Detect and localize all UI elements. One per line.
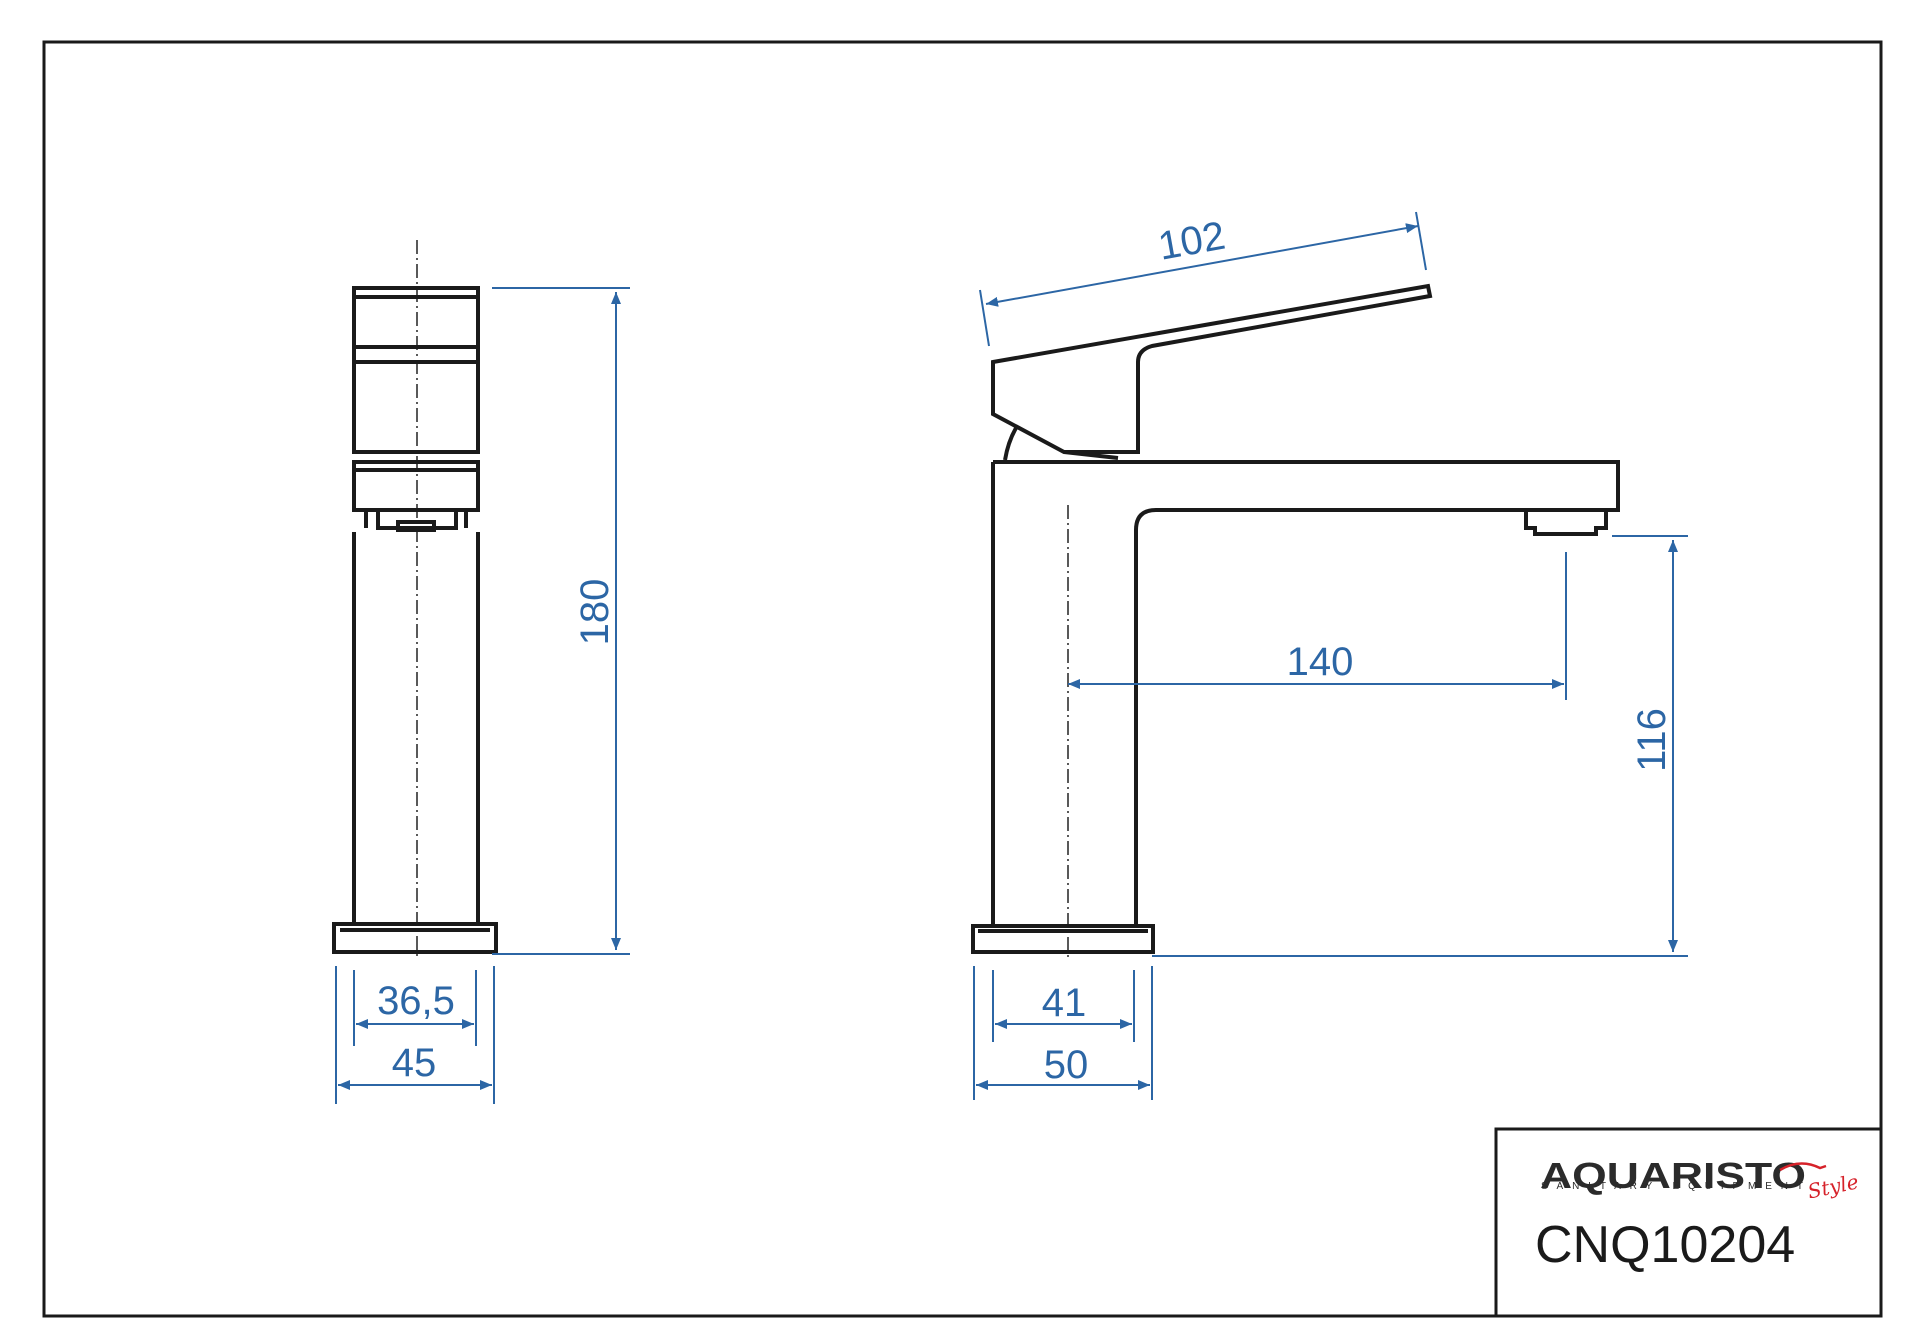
brand-tagline: SANITARY EQUIPMENT [1541,1181,1803,1192]
front-aerator-tip [396,520,436,532]
front-dimensions: 180 36,5 45 [335,287,630,1104]
front-base [332,922,498,954]
side-body-spout [991,460,1620,924]
front-collar [352,460,480,512]
spout-height-label: 116 [1630,708,1674,772]
front-aerator [364,510,468,530]
side-view [971,283,1620,958]
lever-length-line [985,223,1419,307]
front-inner-width-label: 36,5 [377,979,455,1023]
side-inner-width-label: 41 [1042,981,1087,1025]
side-lever [991,283,1433,454]
side-aerator [1524,510,1608,536]
lever-ext-left [979,289,990,347]
brand-logo: AQUARISTO SANITARY EQUIPMENT Style [1540,1155,1861,1204]
lever-ext-right [1415,211,1427,271]
side-base [971,924,1155,954]
side-lever-neck [1063,450,1119,460]
front-outer-width-label: 45 [392,1041,437,1085]
model-code: CNQ10204 [1535,1216,1795,1274]
front-view [332,240,498,960]
brand-name: AQUARISTO [1540,1155,1806,1196]
drawing-frame [42,40,1883,1318]
front-height-label: 180 [573,579,617,646]
side-cartridge-curve [1003,427,1018,461]
front-body [352,532,480,924]
spout-reach-label: 140 [1287,640,1354,684]
front-handle-block [352,286,480,454]
brand-script: Style [1805,1169,1860,1203]
title-block-frame [1494,1127,1883,1318]
title-block: AQUARISTO SANITARY EQUIPMENT Style CNQ10… [1494,1127,1883,1318]
lever-length-label: 102 [1155,214,1228,269]
brand-swoosh-icon [1779,1162,1827,1172]
side-outer-width-label: 50 [1044,1043,1089,1087]
